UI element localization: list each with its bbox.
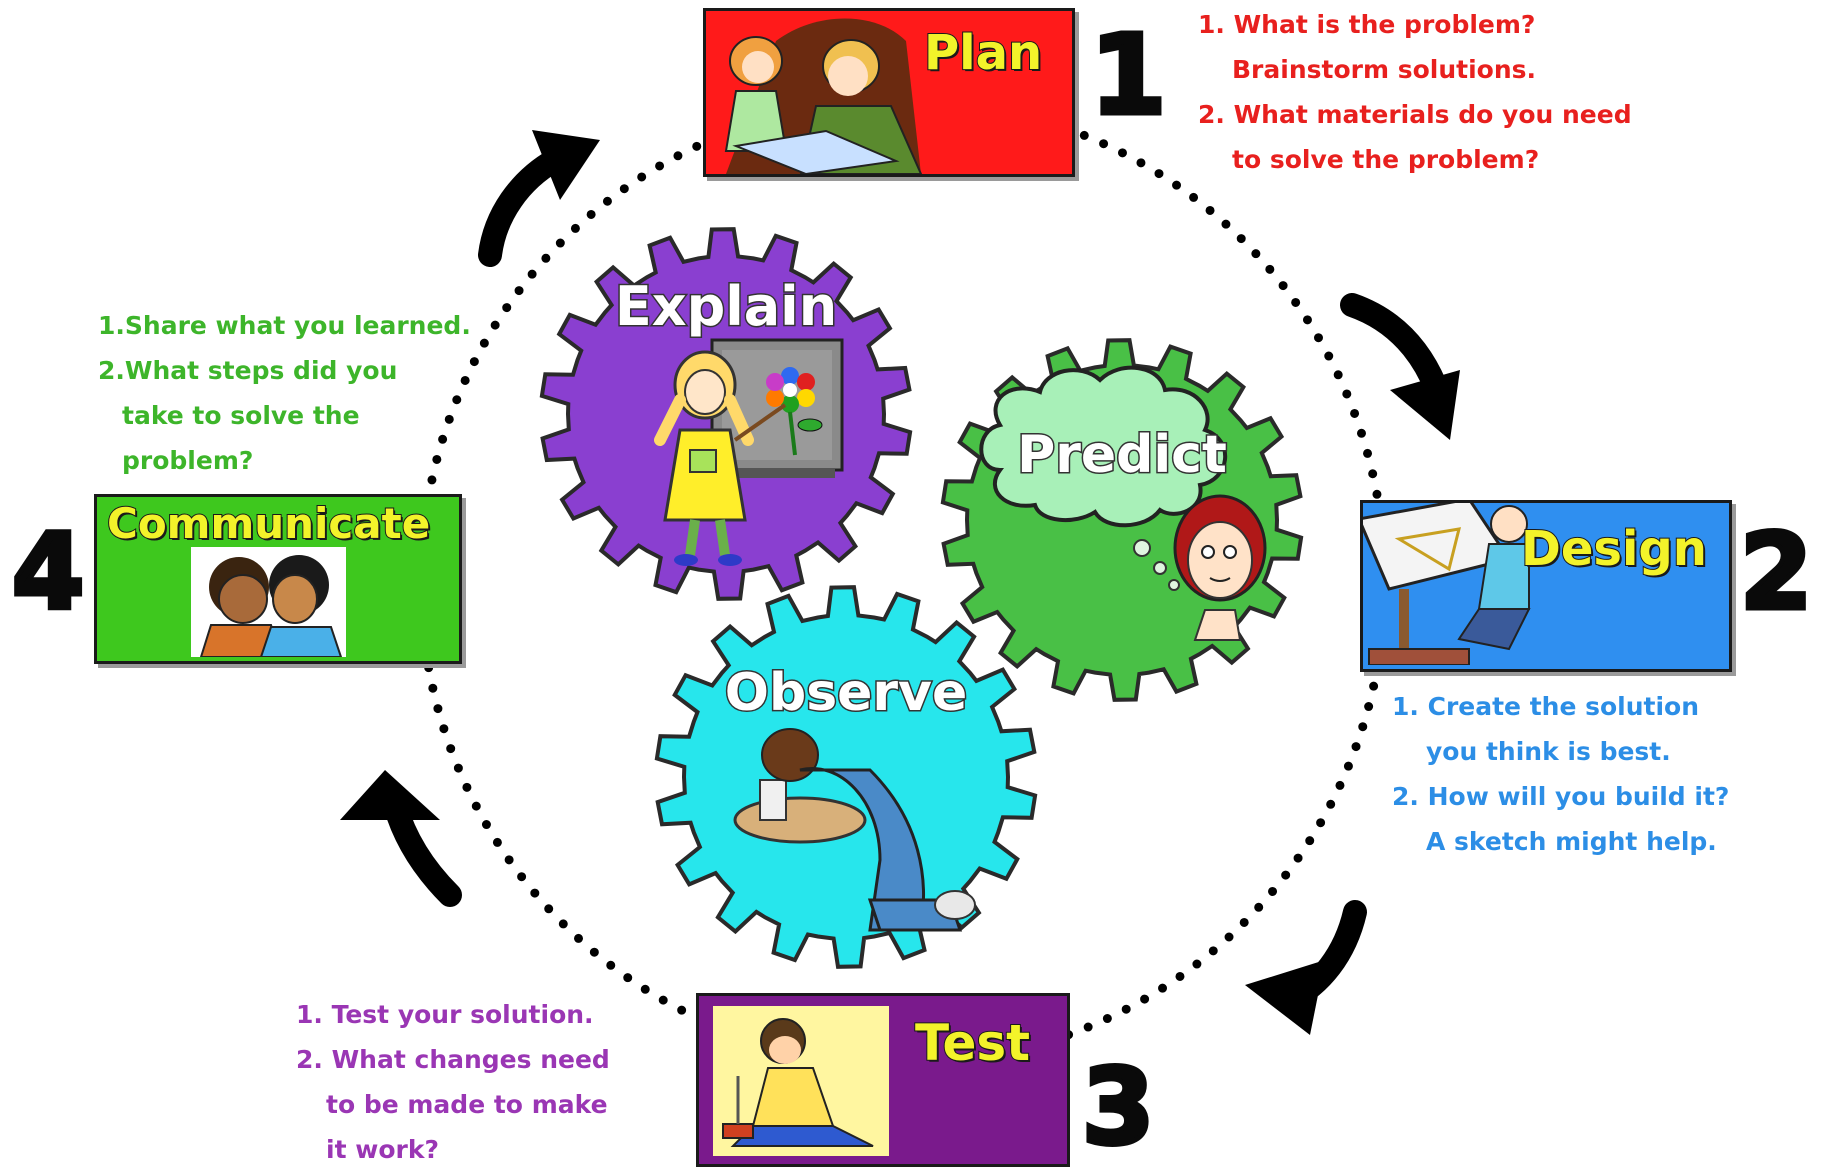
plan-number: 1 bbox=[1088, 11, 1170, 139]
drafter-illustration bbox=[1363, 503, 1531, 665]
test-note-line: 2. What changes need bbox=[296, 1045, 610, 1074]
design-note-line: 1. Create the solution bbox=[1392, 692, 1700, 721]
curved-arrow-icon bbox=[1340, 293, 1460, 440]
communicate-number: 4 bbox=[9, 511, 86, 633]
explain-label: Explain bbox=[615, 275, 837, 338]
plan-box: Plan bbox=[703, 8, 1075, 177]
thinking-girl-illustration bbox=[979, 365, 1267, 641]
test-note-line: to be made to make bbox=[326, 1090, 608, 1119]
curved-arrow-icon bbox=[1245, 900, 1367, 1035]
talking-kids-illustration bbox=[191, 547, 346, 658]
design-number: 2 bbox=[1737, 511, 1814, 633]
predict-label: Predict bbox=[1017, 425, 1227, 485]
curved-arrow-icon bbox=[478, 130, 600, 267]
observing-boy-illustration bbox=[733, 728, 976, 932]
children-planning-illustration bbox=[724, 18, 923, 174]
plan-note-line: 1. What is the problem? bbox=[1198, 10, 1536, 39]
design-note-line: A sketch might help. bbox=[1426, 827, 1717, 856]
test-note-line: it work? bbox=[326, 1135, 439, 1164]
builder-illustration bbox=[713, 1006, 889, 1156]
communicate-box: Communicate bbox=[94, 494, 462, 664]
plan-note-line: Brainstorm solutions. bbox=[1232, 55, 1537, 84]
communicate-note-line: take to solve the bbox=[122, 401, 360, 430]
design-notes: 1. Create the solution you think is best… bbox=[1392, 684, 1729, 864]
test-note-line: 1. Test your solution. bbox=[296, 1000, 594, 1029]
curved-arrow-icon bbox=[340, 770, 462, 907]
teacher-girl-illustration bbox=[654, 338, 844, 566]
plan-note-line: 2. What materials do you need bbox=[1198, 100, 1632, 129]
communicate-note-line: 1.Share what you learned. bbox=[98, 311, 471, 340]
design-note-line: 2. How will you build it? bbox=[1392, 782, 1730, 811]
test-box: Test bbox=[696, 993, 1070, 1167]
communicate-note-line: problem? bbox=[122, 446, 254, 475]
plan-note-line: to solve the problem? bbox=[1232, 145, 1540, 174]
test-notes: 1. Test your solution. 2. What changes n… bbox=[296, 992, 610, 1172]
design-title: Design bbox=[1520, 520, 1708, 578]
test-number: 3 bbox=[1079, 1046, 1156, 1168]
plan-title: Plan bbox=[923, 24, 1043, 82]
design-box: Design bbox=[1360, 500, 1732, 672]
design-note-line: you think is best. bbox=[1426, 737, 1671, 766]
communicate-note-line: 2.What steps did you bbox=[98, 356, 398, 385]
observe-label: Observe bbox=[725, 663, 967, 723]
plan-notes: 1. What is the problem? Brainstorm solut… bbox=[1198, 2, 1632, 182]
test-title: Test bbox=[914, 1013, 1031, 1073]
communicate-title: Communicate bbox=[106, 498, 431, 549]
communicate-notes: 1.Share what you learned. 2.What steps d… bbox=[98, 303, 471, 483]
